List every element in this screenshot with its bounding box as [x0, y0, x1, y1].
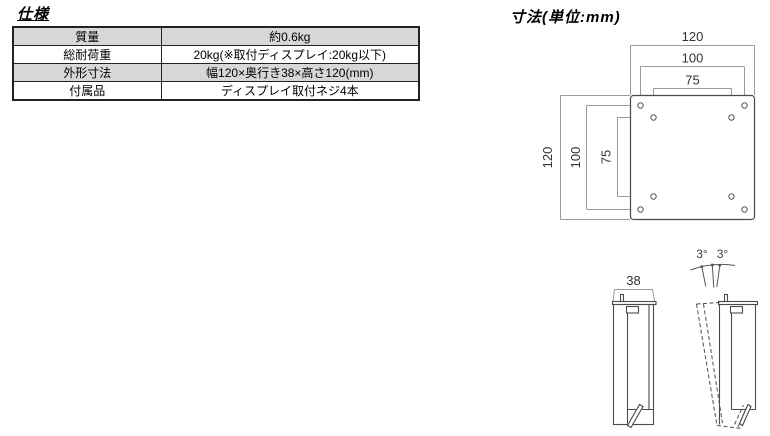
depth-dimension-line: [612, 289, 655, 302]
spec-section-title: 仕様: [17, 6, 50, 23]
spec-row-value: 幅120×奥行き38×高さ120(mm): [160, 63, 420, 82]
tilted-position-outline: [696, 302, 747, 429]
dimensions-section-title: 寸法(単位:mm): [510, 9, 621, 26]
dim-height-100: 100: [568, 147, 583, 169]
bracket-tilt-body: [717, 293, 759, 427]
bracket-side-body: [611, 293, 657, 429]
spec-row-label: 総耐荷重: [12, 45, 162, 64]
table-row: 質量 約0.6kg: [12, 26, 420, 46]
dim-width-100: 100: [682, 51, 704, 66]
tilt-view-drawing: 3° 3°: [690, 247, 759, 429]
tilt-angle-right: 3°: [717, 247, 729, 261]
tilt-arc: [690, 263, 736, 288]
vesa-holes-100: [637, 102, 748, 213]
dim-width-120: 120: [682, 29, 704, 44]
mount-plate-front: [629, 94, 756, 221]
tilt-angle-left: 3°: [696, 247, 708, 261]
dimension-lines: [560, 45, 755, 220]
table-row: 付属品 ディスプレイ取付ネジ4本: [12, 81, 420, 101]
side-view-drawing: 38: [611, 273, 657, 429]
spec-table: 質量 約0.6kg 総耐荷重 20kg(※取付ディスプレイ:20kg以下) 外形…: [12, 26, 420, 101]
tilt-arc-ticks: [700, 263, 721, 268]
dim-width-75: 75: [685, 73, 699, 88]
spec-row-label: 外形寸法: [12, 63, 162, 82]
dim-depth-38: 38: [626, 273, 640, 288]
front-view-drawing: 120 100 75 120 100 75: [540, 29, 756, 221]
spec-row-value: 20kg(※取付ディスプレイ:20kg以下): [160, 45, 420, 64]
vesa-holes-75: [650, 114, 735, 200]
spec-row-label: 付属品: [12, 81, 162, 101]
dim-height-75: 75: [599, 150, 614, 164]
table-row: 総耐荷重 20kg(※取付ディスプレイ:20kg以下): [12, 45, 420, 64]
dim-height-120: 120: [540, 147, 555, 169]
spec-row-value: 約0.6kg: [160, 26, 420, 46]
spec-row-label: 質量: [12, 26, 162, 46]
spec-row-value: ディスプレイ取付ネジ4本: [160, 81, 420, 101]
table-row: 外形寸法 幅120×奥行き38×高さ120(mm): [12, 63, 420, 82]
